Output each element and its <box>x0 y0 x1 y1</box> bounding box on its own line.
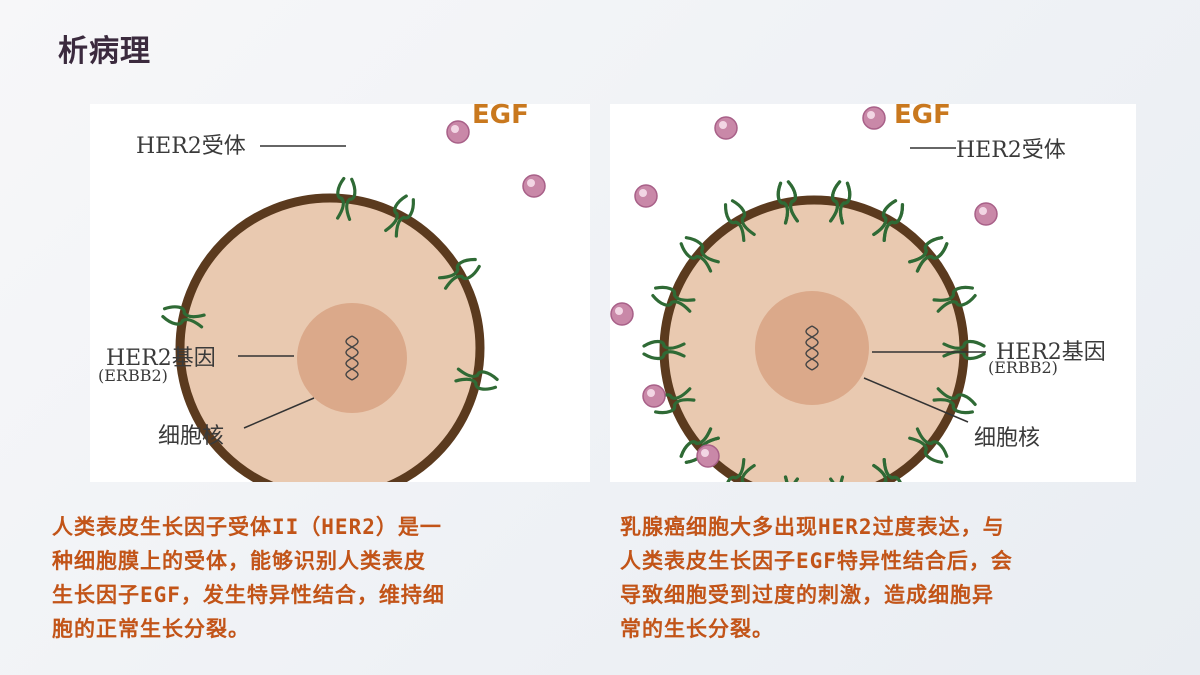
egf-molecule-icon <box>522 174 546 198</box>
egf-molecule-icon <box>696 444 720 468</box>
egf-molecule-icon <box>714 116 738 140</box>
description-line: 人类表皮生长因子受体II（HER2）是一 <box>52 515 442 539</box>
egf-highlight <box>451 125 459 133</box>
her2-receptor-icon <box>932 387 977 415</box>
dna-icon <box>345 335 359 381</box>
normal-cell-diagram: EGF HER2受体 HER2基因 (ERBB2) 细胞核 <box>90 100 590 482</box>
her2-receptor-icon <box>908 427 949 464</box>
her2-receptor-icon <box>437 257 481 290</box>
egf-molecule-icon <box>642 384 666 408</box>
her2-receptor-icon <box>642 339 686 361</box>
egf-highlight <box>615 307 623 315</box>
gene-label: HER2基因 <box>106 346 216 371</box>
egf-highlight <box>867 111 875 119</box>
egf-label: EGF <box>472 100 529 130</box>
dna-icon <box>805 325 819 371</box>
receptor-group <box>642 180 986 482</box>
her2-receptor-icon <box>679 236 720 273</box>
egf-highlight <box>701 449 709 457</box>
description-line: 胞的正常生长分裂。 <box>52 617 250 641</box>
her2-receptor-icon <box>872 199 905 243</box>
her2-receptor-icon <box>932 285 977 313</box>
cancer-cell-diagram: EGF HER2受体 HER2基因 (ERBB2) 细胞核 <box>610 100 1136 482</box>
description-line: 乳腺癌细胞大多出现HER2过度表达，与 <box>620 515 1005 539</box>
her2-receptor-icon <box>942 339 986 361</box>
her2-receptor-icon <box>776 180 799 225</box>
description-line: 生长因子EGF，发生特异性结合，维持细 <box>52 583 445 607</box>
cancer-cell-description: 乳腺癌细胞大多出现HER2过度表达，与 人类表皮生长因子EGF特异性结合后，会 … <box>620 510 1160 646</box>
egf-molecule-icon <box>634 184 658 208</box>
her2-receptor-icon <box>454 367 499 391</box>
her2-receptor-icon <box>336 176 357 221</box>
egf-highlight <box>647 389 655 397</box>
egf-molecule-icon <box>862 106 886 130</box>
egf-label: EGF <box>894 100 951 130</box>
her2-receptor-icon <box>829 180 852 225</box>
description-line: 种细胞膜上的受体，能够识别人类表皮 <box>52 549 426 573</box>
page-title: 析病理 <box>58 34 151 69</box>
egf-molecule-icon <box>446 120 470 144</box>
dna-strand <box>805 325 819 371</box>
receptor-group <box>161 176 499 391</box>
normal-cell-illustration <box>161 120 546 482</box>
egf-highlight <box>527 179 535 187</box>
her2-receptor-icon <box>651 285 696 313</box>
dna-strand <box>345 335 359 381</box>
description-line: 常的生长分裂。 <box>620 617 774 641</box>
egf-group <box>610 106 998 468</box>
her2-receptor-icon <box>723 457 756 482</box>
description-line: 导致细胞受到过度的刺激，造成细胞异 <box>620 583 994 607</box>
egf-highlight <box>639 189 647 197</box>
gene-label: HER2基因 <box>996 340 1106 365</box>
nucleus-label: 细胞核 <box>158 424 225 449</box>
egf-group <box>446 120 546 198</box>
egf-molecule-icon <box>610 302 634 326</box>
gene-sublabel: (ERBB2) <box>98 366 168 385</box>
her2-receptor-icon <box>872 457 905 482</box>
cancer-cell-illustration <box>610 106 998 482</box>
receptor-label: HER2受体 <box>956 138 1066 163</box>
nucleus-label: 细胞核 <box>974 426 1041 451</box>
her2-receptor-icon <box>384 194 415 238</box>
egf-highlight <box>979 207 987 215</box>
egf-molecule-icon <box>974 202 998 226</box>
gene-sublabel: (ERBB2) <box>988 358 1058 377</box>
her2-receptor-icon <box>908 236 949 273</box>
normal-cell-description: 人类表皮生长因子受体II（HER2）是一 种细胞膜上的受体，能够识别人类表皮 生… <box>52 510 592 646</box>
nucleus-pointer <box>243 397 315 429</box>
description-line: 人类表皮生长因子EGF特异性结合后，会 <box>620 549 1013 573</box>
her2-receptor-icon <box>723 199 756 243</box>
her2-receptor-icon <box>161 305 206 329</box>
nucleus-pointer <box>863 377 969 423</box>
receptor-label: HER2受体 <box>136 134 246 159</box>
egf-highlight <box>719 121 727 129</box>
